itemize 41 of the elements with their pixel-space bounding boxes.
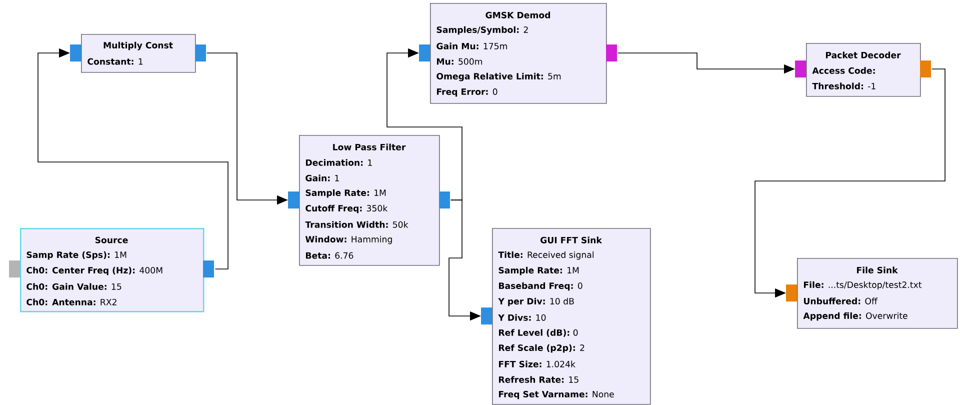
block-title: Source <box>95 236 128 244</box>
block-title: GUI FFT Sink <box>540 236 602 244</box>
parameter-text: File: ...ts/Desktop/test2.txt <box>804 281 922 290</box>
parameter-text: Beta: 6.76 <box>306 252 354 259</box>
parameter-text: Transition Width: 50k <box>305 221 408 228</box>
parameter-text: Gain Mu: 175m <box>436 42 507 50</box>
connector-arrow <box>386 48 462 200</box>
parameter-text: Sample Rate: 1M <box>306 189 386 198</box>
parameter-text: FFT Size: 1.024k <box>499 360 576 368</box>
parameter-text: Freq Error: 0 <box>437 88 498 97</box>
parameter-text: Gain: 1 <box>306 174 339 182</box>
parameter-text: Baseband Freq: 0 <box>499 282 582 291</box>
parameter-text: Y per Div: 10 dB <box>498 298 574 306</box>
parameter-text: Access Code: <box>812 67 875 74</box>
parameter-text: Window: Hamming <box>305 236 392 244</box>
parameter-text: Ch0: Gain Value: 15 <box>26 283 122 290</box>
block-title: Packet Decoder <box>826 52 901 58</box>
parameter-text: Constant: 1 <box>88 58 143 65</box>
block-title: File Sink <box>857 266 898 274</box>
parameter-text: Refresh Rate: 15 <box>499 376 578 383</box>
parameter-text: Decimation: 1 <box>306 159 372 166</box>
parameter-text: Ch0: Antenna: RX2 <box>26 298 116 306</box>
parameter-text: Ch0: Center Freq (Hz): 400M <box>26 266 162 276</box>
parameter-text: Y Divs: 10 <box>498 314 546 321</box>
parameter-text: Samp Rate (Sps): 1M <box>26 251 126 260</box>
parameter-text: Omega Relative Limit: 5m <box>436 72 561 82</box>
parameter-text: Ref Scale (p2p): 2 <box>499 344 584 353</box>
block-title: GMSK Demod <box>486 12 550 18</box>
parameter-text: Threshold: -1 <box>812 82 876 90</box>
parameter-text: Cutoff Freq: 350k <box>306 204 388 214</box>
parameter-text: Sample Rate: 1M <box>498 266 579 276</box>
connector-arrow <box>38 48 228 270</box>
parameter-text: Mu: 500m <box>437 58 482 65</box>
parameter-text: Samples/Symbol: 2 <box>436 26 528 35</box>
block-title: Low Pass Filter <box>333 144 406 150</box>
block-title: Multiply Const <box>104 42 173 50</box>
parameter-text: Title: Received signal <box>498 251 594 260</box>
parameter-text: Ref Level (dB): 0 <box>499 329 578 337</box>
parameter-text: Unbuffered: Off <box>804 298 878 304</box>
parameter-text: Append file: Overwrite <box>803 312 908 321</box>
parameter-text: Freq Set Varname: None <box>499 390 614 400</box>
